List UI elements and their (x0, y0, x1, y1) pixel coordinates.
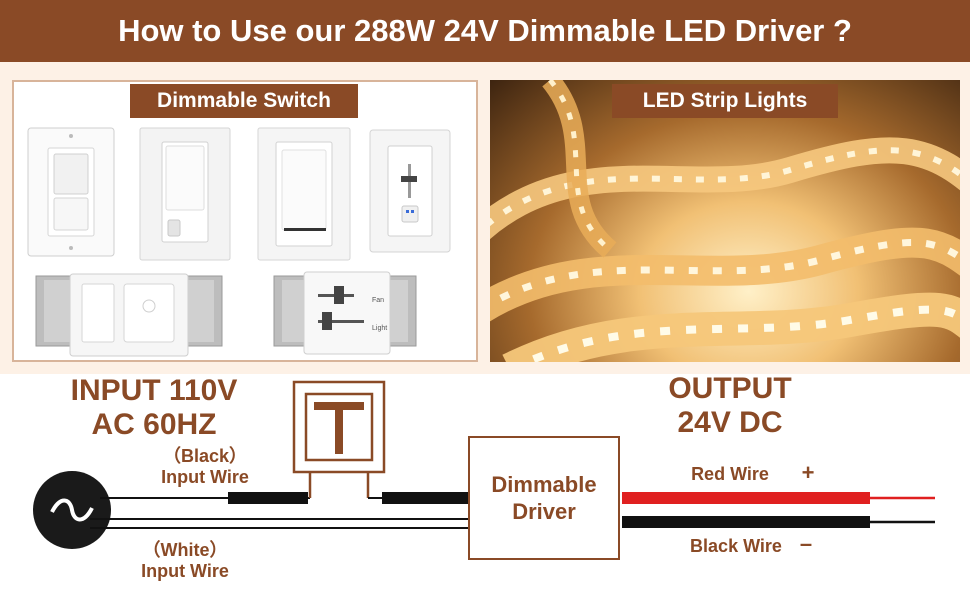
switch-fan-light: Fan Light (273, 271, 417, 355)
black-input-wire (228, 492, 308, 504)
plus-sign: + (801, 460, 815, 485)
output-voltage-label: OUTPUT 24V DC (630, 372, 830, 440)
fan-label: Fan (372, 297, 384, 304)
red-wire-label: Red Wire (691, 464, 769, 484)
white-input-wire-label: （White） Input Wire (120, 540, 250, 582)
wiring-diagram (33, 380, 935, 549)
minus-sign: – (799, 531, 813, 556)
black-label: （Black） (162, 446, 248, 466)
black-wire-label: Black Wire (690, 536, 782, 556)
white-label: （White） (142, 540, 228, 560)
led-strip-photo (490, 80, 960, 362)
red-output-wire (622, 492, 870, 504)
input-line1: INPUT 110V (70, 374, 238, 407)
black-input-wire-label: （Black） Input Wire (140, 446, 270, 488)
switch-slider-toggle (369, 129, 451, 253)
input-voltage-label: INPUT 110V AC 60HZ (44, 374, 264, 442)
switch-illustrations: Fan Light (27, 127, 451, 357)
black-wire-text: Input Wire (161, 467, 249, 487)
black-output-wire (622, 516, 870, 528)
light-label: Light (372, 325, 387, 332)
switch-symbol-icon (292, 380, 386, 498)
switch-rocker (139, 127, 231, 261)
dimmable-driver-box: Dimmable Driver (468, 436, 620, 560)
led-strip-illustration (490, 80, 960, 362)
output-line2: 24V DC (677, 406, 783, 439)
title-banner: How to Use our 288W 24V Dimmable LED Dri… (0, 0, 970, 62)
white-wire-text: Input Wire (141, 561, 229, 581)
driver-label-line2: Driver (512, 499, 576, 524)
input-line2: AC 60HZ (91, 408, 217, 441)
dimmable-switch-label: Dimmable Switch (130, 84, 358, 118)
switch-wide-slide (35, 273, 223, 357)
led-strip-label: LED Strip Lights (612, 84, 838, 118)
ac-source-icon (33, 471, 111, 549)
switch-paddle-bar (257, 127, 351, 261)
output-line1: OUTPUT (668, 372, 792, 405)
driver-label-line1: Dimmable (491, 472, 597, 497)
page-title: How to Use our 288W 24V Dimmable LED Dri… (118, 13, 852, 48)
switch-paddle-slider (27, 127, 115, 257)
